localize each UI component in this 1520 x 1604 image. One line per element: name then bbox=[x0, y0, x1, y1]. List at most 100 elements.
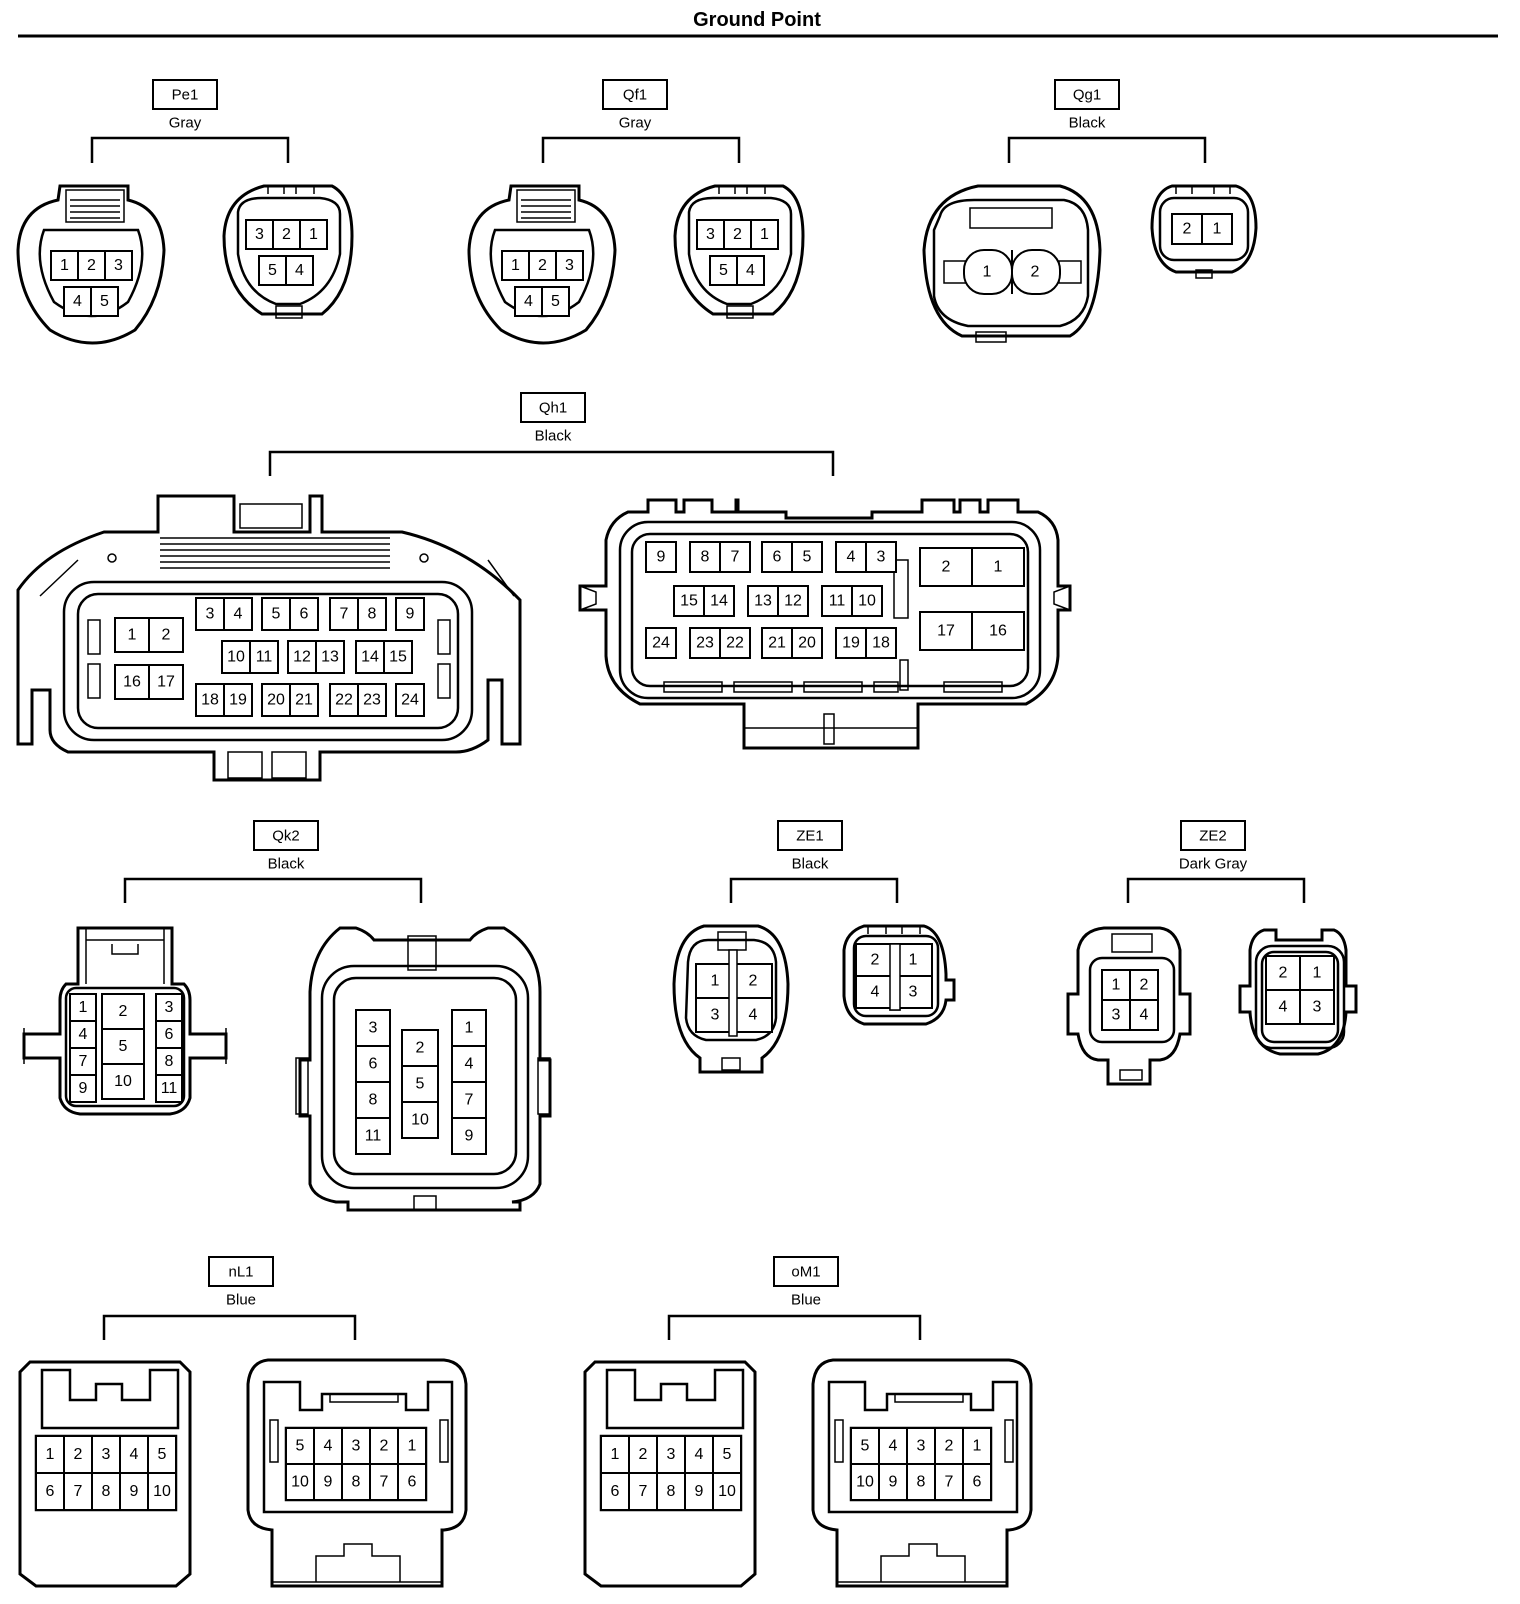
connector-group-nl1: nL1 Blue bbox=[18, 1256, 468, 1588]
connector-color: Blue bbox=[226, 1292, 256, 1309]
connector-code-box bbox=[773, 1256, 839, 1287]
pin-number: 1 bbox=[760, 226, 769, 243]
pin-number: 4 bbox=[1279, 999, 1288, 1016]
pin-cell bbox=[645, 627, 677, 659]
pin-cell bbox=[541, 286, 570, 317]
pin-cell bbox=[155, 1074, 183, 1103]
pin-cell bbox=[357, 683, 387, 717]
pin-number: 17 bbox=[937, 623, 955, 640]
pin-cell bbox=[315, 640, 345, 674]
pin-number: 3 bbox=[114, 257, 123, 274]
pin-number: 3 bbox=[165, 999, 174, 1016]
pin-number: 7 bbox=[465, 1092, 474, 1109]
connector-code: Qf1 bbox=[623, 87, 647, 104]
connector-code-box bbox=[520, 392, 586, 423]
pin-number: 12 bbox=[784, 593, 802, 610]
pin-cell bbox=[1201, 213, 1233, 245]
connector-male-view: 3 2 1 5 4 bbox=[673, 184, 805, 319]
pin-number: 5 bbox=[158, 1446, 167, 1463]
pin-number: 5 bbox=[719, 262, 728, 279]
pin-number: 20 bbox=[798, 635, 816, 652]
pin-number: 9 bbox=[130, 1483, 139, 1500]
pin-number: 8 bbox=[369, 1092, 378, 1109]
pin-cell bbox=[285, 255, 314, 286]
pin-number: 1 bbox=[128, 627, 137, 644]
connector-code-box bbox=[602, 79, 668, 110]
pin-cell bbox=[355, 1009, 391, 1047]
pin-number: 1 bbox=[611, 1446, 620, 1463]
pin-number: 1 bbox=[973, 1438, 982, 1455]
pin-cell bbox=[971, 547, 1025, 587]
pin-number: 23 bbox=[696, 635, 714, 652]
connector-code: nL1 bbox=[228, 1264, 253, 1281]
pin-number: 8 bbox=[368, 606, 377, 623]
pin-cell bbox=[703, 585, 735, 617]
pin-number: 5 bbox=[268, 262, 277, 279]
pin-number: 21 bbox=[768, 635, 786, 652]
pin-number: 10 bbox=[291, 1474, 309, 1491]
connector-bracket bbox=[729, 877, 899, 903]
connector-color: Dark Gray bbox=[1179, 856, 1248, 873]
pin-cell bbox=[397, 1427, 427, 1465]
connector-male-view: 2 1 bbox=[1150, 184, 1258, 279]
pin-cell bbox=[223, 683, 253, 717]
pin-number: 15 bbox=[680, 593, 698, 610]
pin-cell bbox=[723, 219, 752, 250]
pin-number: 2 bbox=[380, 1438, 389, 1455]
pin-cell bbox=[865, 627, 897, 659]
connector-color: Blue bbox=[791, 1292, 821, 1309]
pin-number: 8 bbox=[667, 1483, 676, 1500]
pin-cell bbox=[355, 1117, 391, 1155]
pin-cell bbox=[695, 963, 735, 999]
pin-number: 16 bbox=[989, 623, 1007, 640]
pin-number: 1 bbox=[1313, 965, 1322, 982]
pin-number: 12 bbox=[293, 649, 311, 666]
pin-number: 21 bbox=[295, 692, 313, 709]
pin-number: 8 bbox=[701, 549, 710, 566]
pin-number: 4 bbox=[889, 1438, 898, 1455]
pin-number: 9 bbox=[889, 1474, 898, 1491]
pin-number: 4 bbox=[324, 1438, 333, 1455]
pin-cell bbox=[555, 250, 584, 281]
pin-number: 6 bbox=[369, 1056, 378, 1073]
pin-number: 3 bbox=[1313, 999, 1322, 1016]
pin-cell bbox=[69, 1047, 97, 1076]
pin-number: 1 bbox=[983, 264, 992, 281]
pin-cell bbox=[299, 219, 328, 250]
pin-number: 19 bbox=[842, 635, 860, 652]
pin-number: 1 bbox=[994, 559, 1003, 576]
pin-cell bbox=[395, 683, 425, 717]
connector-bracket bbox=[1007, 136, 1207, 163]
pin-cell bbox=[287, 640, 317, 674]
pin-number: 6 bbox=[973, 1474, 982, 1491]
pin-number: 6 bbox=[165, 1026, 174, 1043]
connector-color: Black bbox=[535, 428, 572, 445]
pin-number: 4 bbox=[871, 984, 880, 1001]
pin-number: 11 bbox=[256, 649, 273, 666]
connector-code-box bbox=[777, 820, 843, 851]
pin-number: 1 bbox=[408, 1438, 417, 1455]
pin-number: 11 bbox=[829, 593, 846, 610]
pin-cell bbox=[733, 997, 773, 1033]
pin-number: 9 bbox=[657, 549, 666, 566]
pin-cell bbox=[341, 1427, 371, 1465]
connector-color: Gray bbox=[169, 115, 202, 132]
pin-number: 3 bbox=[877, 549, 886, 566]
connector-bracket bbox=[541, 136, 741, 163]
connector-bracket bbox=[667, 1314, 922, 1340]
pin-number: 15 bbox=[389, 649, 407, 666]
pin-cell bbox=[272, 219, 301, 250]
connector-color: Black bbox=[268, 856, 305, 873]
pin-cell bbox=[761, 627, 793, 659]
connector-female-view bbox=[16, 494, 522, 782]
pin-cell bbox=[155, 1047, 183, 1076]
pin-number: 18 bbox=[872, 635, 890, 652]
pin-number: 1 bbox=[1112, 977, 1121, 994]
pin-number: 6 bbox=[773, 549, 782, 566]
pin-cell bbox=[119, 1435, 149, 1474]
pin-number: 9 bbox=[406, 606, 415, 623]
pin-cell bbox=[514, 286, 543, 317]
pin-number: 1 bbox=[309, 226, 318, 243]
pin-number: 8 bbox=[165, 1053, 174, 1070]
connector-code-box bbox=[152, 79, 218, 110]
